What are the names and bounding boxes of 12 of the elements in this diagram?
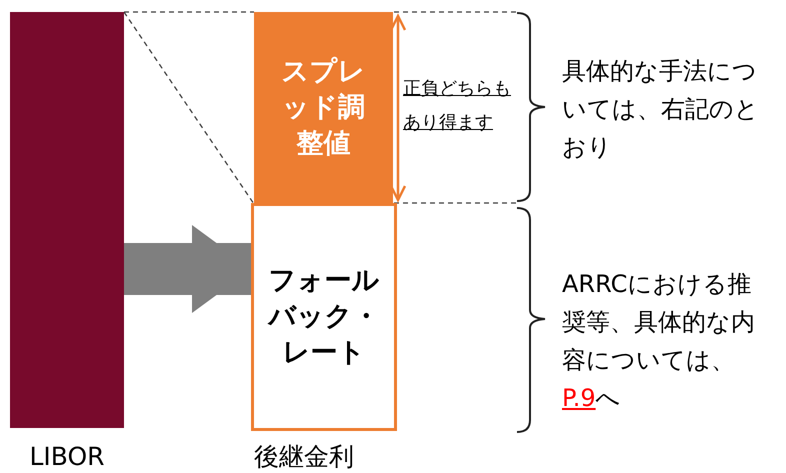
description: 具体的な手法については、右記のとおり [562,56,760,163]
dashed-line [124,11,254,13]
note: 正負どちらもあり得ます [403,77,512,135]
box-label: フォールバック・レート [266,264,380,370]
description: ARRCにおける推奨等、具体的な内容については、 P.9へ [562,269,756,414]
page-link: P.9 [562,384,596,412]
dashed-line [123,12,255,204]
node-label: 後継金利 [254,441,355,473]
spread-box [254,12,393,204]
box-label: スプレッド調整値 [280,55,366,161]
block-arrow [124,225,252,313]
bar-label: LIBOR [28,441,106,473]
